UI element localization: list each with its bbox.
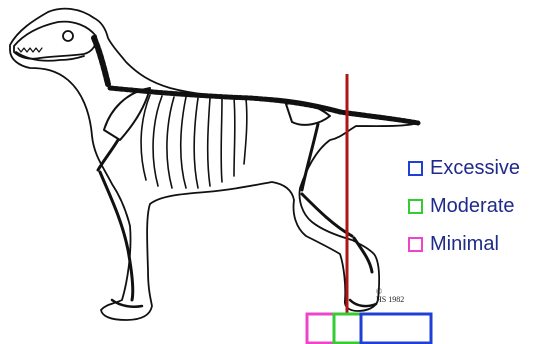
legend-item-moderate: Moderate [408, 187, 536, 225]
rib [244, 99, 247, 164]
scapula [104, 88, 150, 140]
moderate-stance-box [334, 314, 361, 343]
dog-skeleton-illustration [10, 9, 418, 320]
tibia [302, 194, 352, 236]
rib [167, 97, 174, 188]
humerus [98, 140, 118, 170]
rib [181, 97, 186, 188]
excessive-stance-box [361, 314, 431, 343]
rib [153, 96, 162, 186]
legend-swatch-moderate [408, 199, 423, 214]
legend-label-excessive: Excessive [430, 157, 520, 180]
signature-initials-year: HS 1982 [376, 296, 404, 304]
legend-label-minimal: Minimal [430, 233, 499, 256]
hind-paw [350, 300, 376, 306]
legend-swatch-minimal [408, 237, 423, 252]
minimal-stance-box [307, 314, 334, 343]
legend-swatch-excessive [408, 161, 423, 176]
legend-item-minimal: Minimal [408, 225, 536, 263]
rib [234, 98, 235, 176]
rib [194, 98, 198, 188]
hock [354, 238, 372, 272]
legend-item-excessive: Excessive [408, 149, 536, 187]
legend-label-moderate: Moderate [430, 195, 515, 218]
cervical-spine [94, 38, 108, 84]
rib [208, 98, 210, 186]
artist-signature: © HS 1982 [376, 288, 404, 304]
front-paw [112, 300, 142, 307]
femur [302, 124, 318, 190]
rib-cage [141, 95, 247, 188]
legend: Excessive Moderate Minimal [408, 149, 536, 263]
eye-socket [63, 31, 73, 41]
teeth [18, 48, 42, 52]
rib [221, 98, 222, 182]
